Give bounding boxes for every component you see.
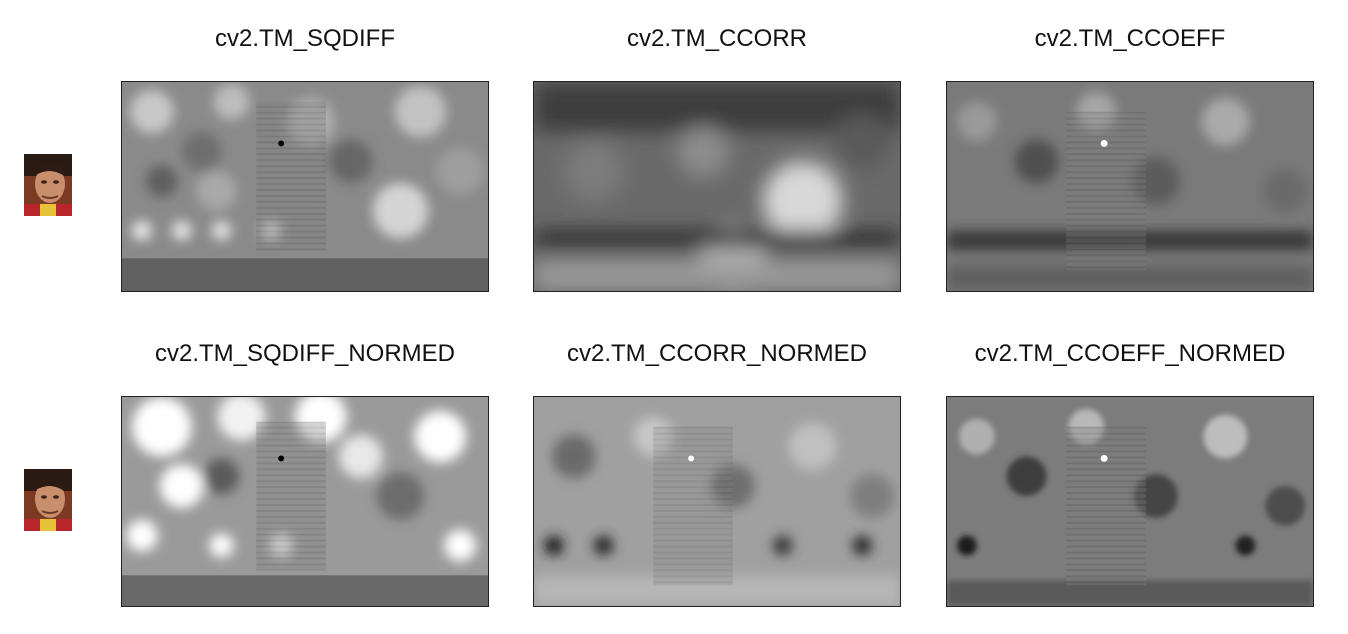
result-map-tm-ccoeff-normed (946, 396, 1314, 607)
title-tm-sqdiff-normed: cv2.TM_SQDIFF_NORMED (154, 340, 456, 367)
result-map-tm-ccoeff (946, 81, 1314, 292)
best-match-bright-spot-ccorr-normed (688, 455, 695, 462)
result-map-tm-sqdiff (121, 81, 489, 292)
best-match-dark-spot-normed (278, 455, 285, 462)
title-tm-sqdiff: cv2.TM_SQDIFF (214, 25, 395, 52)
result-map-tm-ccorr (533, 81, 901, 292)
title-tm-ccorr-normed: cv2.TM_CCORR_NORMED (566, 340, 868, 367)
title-tm-ccoeff-normed: cv2.TM_CCOEFF_NORMED (974, 340, 1286, 367)
result-map-tm-ccorr-normed (533, 396, 901, 607)
title-tm-ccoeff: cv2.TM_CCOEFF (1034, 25, 1226, 52)
best-match-dark-spot (278, 140, 285, 147)
result-map-tm-sqdiff-normed (121, 396, 489, 607)
template-face-thumbnail-row2 (24, 469, 72, 531)
best-match-bright-spot (1100, 139, 1108, 147)
template-face-thumbnail-row1 (24, 154, 72, 216)
title-tm-ccorr: cv2.TM_CCORR (626, 25, 807, 52)
best-match-bright-spot-ccoeff-normed (1100, 454, 1108, 462)
